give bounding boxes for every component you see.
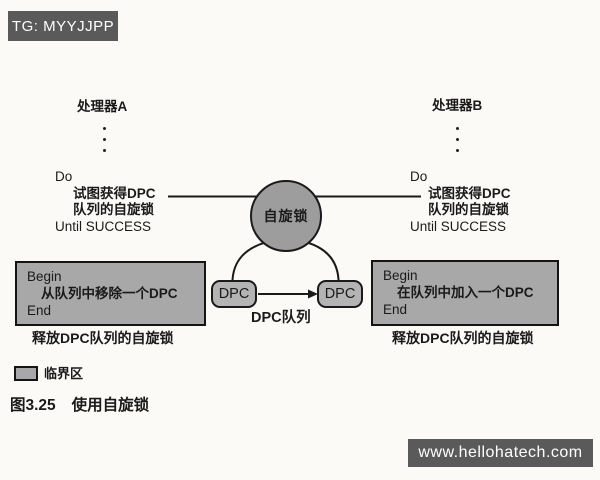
spinlock-node: 自旋锁 — [250, 180, 322, 252]
processor-b-title: 处理器B — [432, 98, 483, 113]
end-line: End — [383, 302, 408, 317]
dpc-queue-label: DPC队列 — [251, 310, 311, 326]
legend-label: 临界区 — [44, 366, 84, 381]
telegram-watermark-text: TG: MYYJJPP — [11, 17, 115, 35]
processor-a-critical-box: Begin 从队列中移除一个DPC End — [15, 261, 206, 326]
processor-a-do-block: Do 试图获得DPC 队列的自旋锁 Until SUCCESS — [55, 169, 156, 235]
figure-caption: 图3.25 使用自旋锁 — [10, 393, 149, 415]
website-watermark-text: www.hellohatech.com — [418, 444, 583, 461]
spinlock-label: 自旋锁 — [263, 208, 309, 224]
critical-section-swatch-icon — [14, 366, 38, 381]
do-line: Do — [55, 169, 73, 184]
dpc-node-right: DPC — [317, 280, 363, 308]
figure-number: 图3.25 — [10, 397, 56, 414]
operation-line: 从队列中移除一个DPC — [41, 286, 178, 301]
until-line: Until SUCCESS — [55, 218, 152, 234]
do-line: Do — [410, 169, 428, 184]
telegram-watermark-badge: TG: MYYJJPP — [8, 11, 118, 41]
vertical-ellipsis-icon — [103, 127, 106, 152]
acquire-line: 试图获得DPC — [73, 185, 156, 201]
acquire-line2: 队列的自旋锁 — [73, 202, 154, 217]
vertical-ellipsis-icon — [456, 127, 459, 152]
figure-title: 使用自旋锁 — [71, 397, 150, 414]
acquire-line2: 队列的自旋锁 — [428, 202, 509, 217]
dpc-node-left-label: DPC — [218, 286, 250, 302]
processor-a-release-label: 释放DPC队列的自旋锁 — [32, 330, 174, 346]
processor-b-release-label: 释放DPC队列的自旋锁 — [392, 330, 534, 346]
operation-line: 在队列中加入一个DPC — [397, 285, 534, 300]
dpc-node-right-label: DPC — [324, 286, 356, 302]
begin-line: Begin — [383, 268, 418, 283]
processor-b-do-block: Do 试图获得DPC 队列的自旋锁 Until SUCCESS — [410, 169, 511, 235]
processor-b-critical-box: Begin 在队列中加入一个DPC End — [371, 260, 559, 326]
dpc-node-left: DPC — [211, 280, 257, 308]
processor-a-title: 处理器A — [77, 99, 128, 114]
acquire-line: 试图获得DPC — [428, 185, 511, 201]
begin-line: Begin — [27, 269, 62, 284]
end-line: End — [27, 303, 52, 318]
until-line: Until SUCCESS — [410, 218, 507, 234]
website-watermark-badge: www.hellohatech.com — [408, 439, 593, 467]
